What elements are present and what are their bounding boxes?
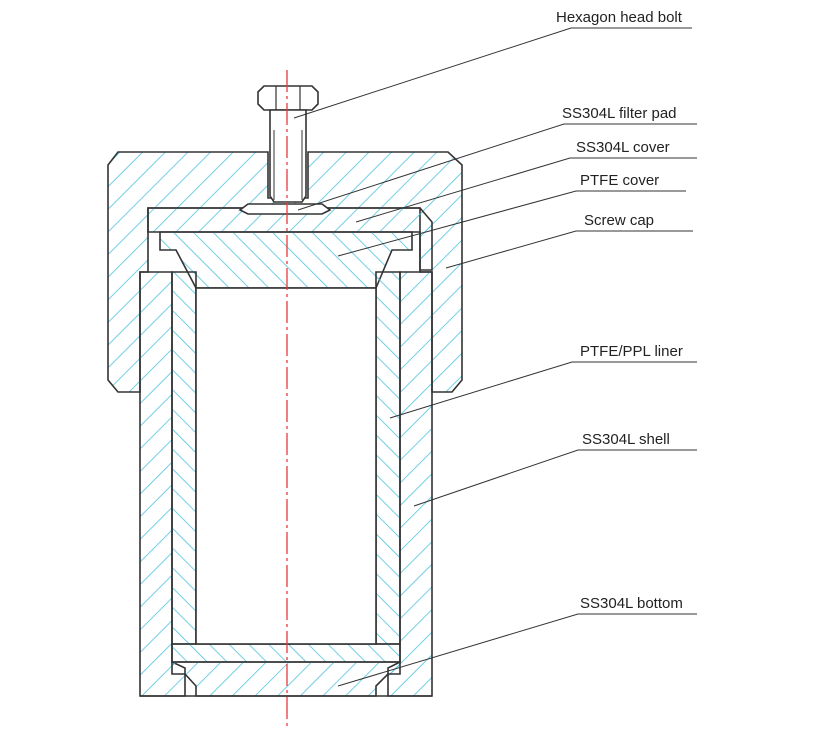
label-ss304l-bottom: SS304L bottom (580, 595, 683, 612)
leader-ss304l-cover (355, 157, 697, 223)
hexagon-head-bolt-shank (269, 109, 307, 203)
leader-ptfe-ppl-liner (389, 361, 697, 419)
hexagon-head-bolt-head (257, 85, 319, 111)
leader-lines (293, 27, 697, 687)
ss304l-bottom (171, 661, 401, 697)
ptfe-ppl-liner-right (375, 271, 401, 645)
label-screw-cap: Screw cap (584, 212, 654, 229)
ptfe-ppl-liner-base (171, 643, 401, 663)
label-ptfe-ppl-liner: PTFE/PPL liner (580, 343, 683, 360)
leader-ss304l-bottom (337, 613, 697, 687)
label-ptfe-cover: PTFE cover (580, 172, 659, 189)
ptfe-cover (159, 231, 413, 289)
leader-ss304l-shell (413, 449, 697, 507)
label-ss304l-cover: SS304L cover (576, 139, 670, 156)
leader-ss304l-filter-pad (297, 123, 697, 211)
leader-hexagon-head-bolt (293, 27, 692, 119)
ptfe-ppl-liner-left (171, 271, 197, 645)
label-ss304l-filter-pad: SS304L filter pad (562, 105, 677, 122)
liner-cavity (195, 287, 377, 645)
label-ss304l-shell: SS304L shell (582, 431, 670, 448)
label-hexagon-head-bolt: Hexagon head bolt (556, 9, 683, 26)
ss304l-filter-pad (238, 203, 332, 215)
leader-screw-cap (445, 230, 693, 269)
leader-ptfe-cover (337, 190, 686, 257)
